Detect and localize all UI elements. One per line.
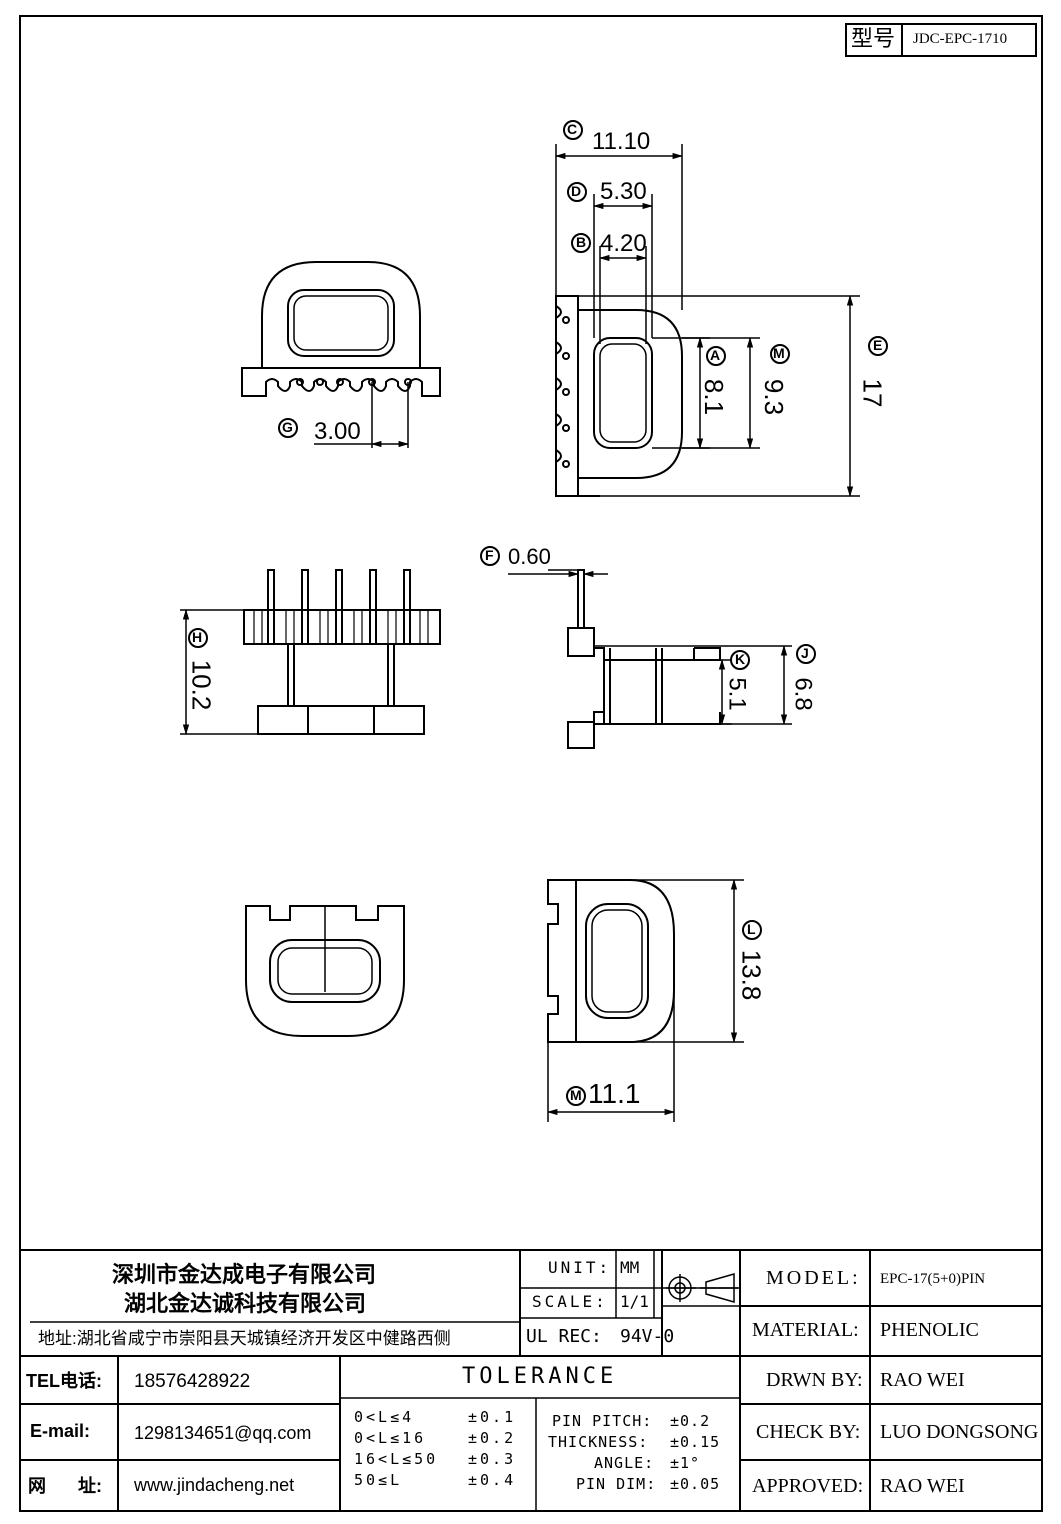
tolerance-misc-label-1: THICKNESS: bbox=[548, 1433, 649, 1451]
tolerance-range-1: 0<L≤16 bbox=[354, 1429, 427, 1447]
approved-value: RAO WEI bbox=[880, 1475, 965, 1497]
view-bottom-right bbox=[546, 878, 762, 1122]
tolerance-value-1: ±0.2 bbox=[468, 1429, 517, 1447]
dim-value-m-bottom: 11.1 bbox=[588, 1078, 641, 1109]
tolerance-value-2: ±0.3 bbox=[468, 1450, 517, 1468]
dim-value-h: 10.2 bbox=[186, 659, 217, 711]
drawing-frame bbox=[19, 15, 1043, 1512]
dim-marker-a: A bbox=[710, 347, 721, 363]
tolerance-misc-label-3: PIN DIM: bbox=[576, 1475, 657, 1493]
tolerance-range-3: 50≤L bbox=[354, 1471, 403, 1489]
dim-marker-f: F bbox=[485, 547, 494, 563]
dim-value-a: 8.1 bbox=[699, 378, 730, 416]
scale-label: SCALE: bbox=[532, 1292, 608, 1311]
dim-marker-c: C bbox=[567, 121, 578, 137]
tel-value: 18576428922 bbox=[134, 1371, 251, 1392]
unit-value: MM bbox=[620, 1258, 640, 1277]
dim-marker-m-bottom: M bbox=[570, 1087, 582, 1103]
model-label: MODEL: bbox=[766, 1267, 861, 1289]
email-value: 1298134651@qq.com bbox=[134, 1423, 312, 1443]
company-address: 地址:湖北省咸宁市崇阳县天城镇经济开发区中健路西侧 bbox=[38, 1329, 451, 1348]
tolerance-range-0: 0<L≤4 bbox=[354, 1408, 415, 1426]
view-plan-top-right bbox=[554, 120, 888, 498]
dim-marker-g: G bbox=[282, 419, 293, 435]
dim-value-d: 5.30 bbox=[600, 178, 647, 205]
title-block-lines bbox=[20, 1249, 1042, 1511]
projection-symbol-icon bbox=[666, 1273, 738, 1303]
tolerance-misc-value-2: ±1° bbox=[670, 1454, 701, 1472]
view-pins-side bbox=[480, 546, 816, 749]
unit-label: UNIT: bbox=[548, 1258, 612, 1277]
dim-marker-b: B bbox=[576, 234, 587, 250]
dim-value-k: 5.1 bbox=[723, 677, 751, 711]
dim-value-b: 4.20 bbox=[600, 230, 647, 257]
tolerance-misc-label-2: ANGLE: bbox=[594, 1454, 655, 1472]
dim-value-e: 17 bbox=[857, 378, 888, 408]
material-label: MATERIAL: bbox=[752, 1319, 859, 1341]
dim-marker-e: E bbox=[873, 337, 883, 353]
check-by-label: CHECK BY: bbox=[756, 1421, 861, 1443]
tolerance-misc-value-0: ±0.2 bbox=[670, 1412, 711, 1430]
view-pins-front bbox=[180, 569, 441, 736]
view-bottom-left bbox=[245, 905, 405, 1037]
drawn-by-label: DRWN BY: bbox=[766, 1369, 863, 1391]
tel-label: TEL电话: bbox=[26, 1371, 102, 1391]
web-value: www.jindacheng.net bbox=[134, 1475, 295, 1495]
model-box bbox=[845, 23, 1037, 57]
dim-marker-j: J bbox=[801, 645, 809, 661]
model-box-value: JDC-EPC-1710 bbox=[913, 31, 1008, 47]
approved-label: APPROVED: bbox=[752, 1475, 864, 1497]
view-front-top bbox=[241, 261, 441, 448]
tolerance-misc-value-3: ±0.05 bbox=[670, 1475, 721, 1493]
tolerance-misc-label-0: PIN PITCH: bbox=[552, 1412, 653, 1430]
tolerance-title: TOLERANCE bbox=[462, 1364, 618, 1389]
dim-value-f: 0.60 bbox=[508, 544, 551, 569]
tolerance-value-0: ±0.1 bbox=[468, 1408, 517, 1426]
tolerance-range-2: 16<L≤50 bbox=[354, 1450, 439, 1468]
company-name-1: 深圳市金达成电子有限公司 bbox=[112, 1262, 377, 1287]
model-box-label: 型号 bbox=[851, 26, 896, 51]
dim-value-l: 13.8 bbox=[736, 949, 767, 1001]
web-label-1: 网 bbox=[28, 1476, 46, 1496]
company-name-2: 湖北金达诚科技有限公司 bbox=[124, 1291, 367, 1316]
drawn-by-value: RAO WEI bbox=[880, 1369, 965, 1391]
dim-marker-k: K bbox=[735, 651, 746, 667]
ul-rec-label: UL REC: bbox=[526, 1326, 602, 1347]
ul-rec-value: 94V-0 bbox=[620, 1326, 675, 1347]
dim-value-j: 6.8 bbox=[789, 677, 817, 711]
dim-value-m-top: 9.3 bbox=[759, 378, 790, 416]
dim-value-c: 11.10 bbox=[592, 128, 651, 155]
tolerance-value-3: ±0.4 bbox=[468, 1471, 517, 1489]
dim-marker-m-top: M bbox=[773, 345, 785, 361]
dim-marker-l: L bbox=[747, 921, 756, 937]
web-label-2: 址: bbox=[78, 1476, 102, 1496]
dim-marker-d: D bbox=[571, 183, 582, 199]
email-label: E-mail: bbox=[30, 1421, 91, 1441]
dim-value-g: 3.00 bbox=[314, 418, 361, 445]
tolerance-misc-value-1: ±0.15 bbox=[670, 1433, 721, 1451]
dim-marker-h: H bbox=[192, 629, 203, 645]
scale-value: 1/1 bbox=[620, 1292, 649, 1311]
material-value: PHENOLIC bbox=[880, 1319, 979, 1341]
model-value: EPC-17(5+0)PIN bbox=[880, 1271, 986, 1287]
check-by-value: LUO DONGSONG bbox=[880, 1421, 1039, 1443]
